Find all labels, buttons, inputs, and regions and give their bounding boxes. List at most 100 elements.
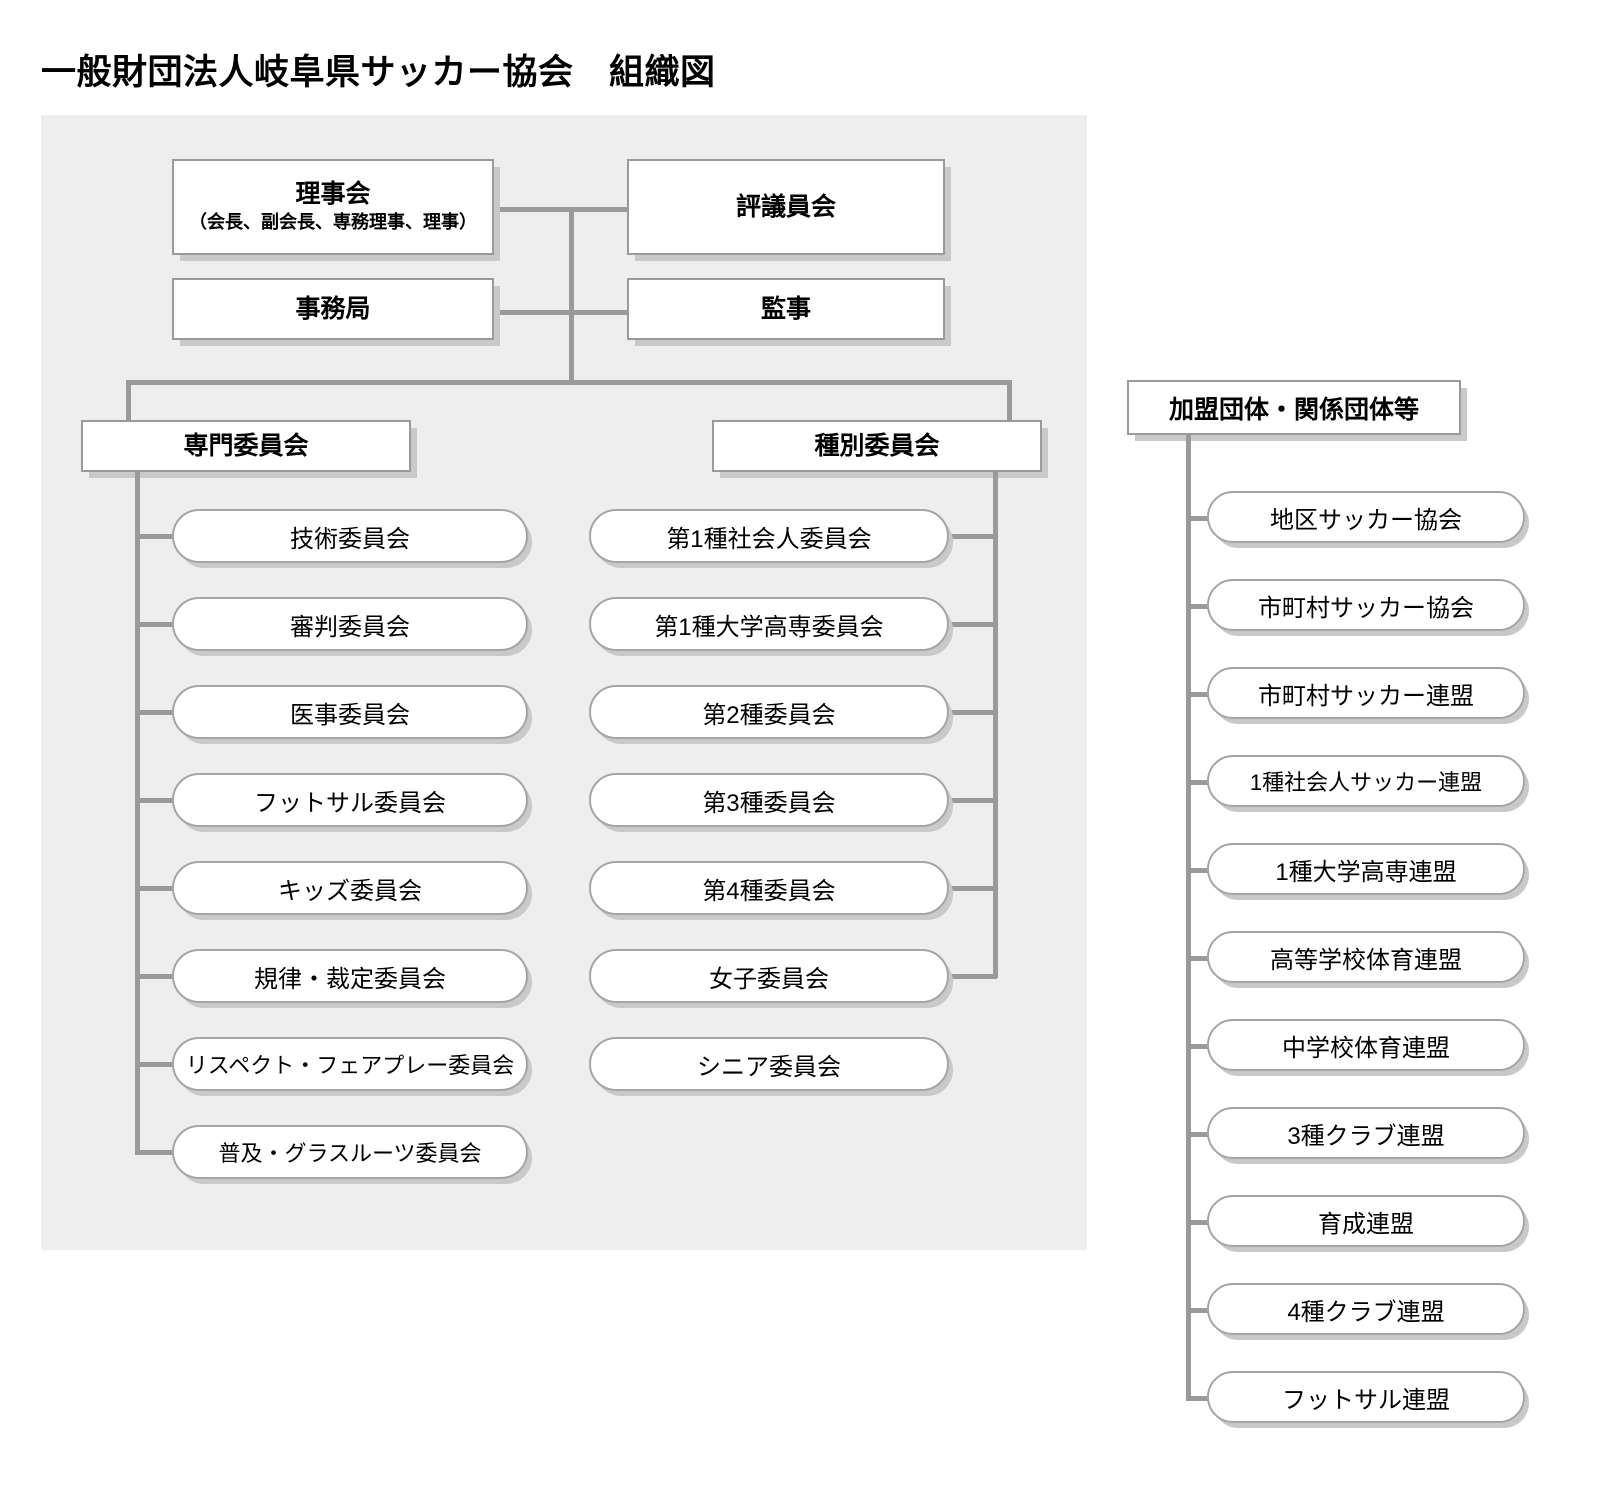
pill-category-6[interactable]: 女子委員会 xyxy=(589,949,949,1003)
pill-category-5[interactable]: 第4種委員会 xyxy=(589,861,949,915)
pill-specialist-5[interactable]: キッズ委員会 xyxy=(172,861,528,915)
box-auditors[interactable]: 監事 xyxy=(627,278,945,340)
pill-label: 1種社会人サッカー連盟 xyxy=(1249,770,1483,795)
box-board-of-directors[interactable]: 理事会 （会長、副会長、専務理事、理事） xyxy=(172,159,494,255)
connector-specialist-stub-7 xyxy=(135,1062,183,1067)
pill-label: 第1種社会人委員会 xyxy=(666,525,872,553)
pill-label: 第2種委員会 xyxy=(702,701,836,729)
councillors-title: 評議員会 xyxy=(735,192,836,221)
pill-label: 医事委員会 xyxy=(290,701,410,729)
pill-label: 第3種委員会 xyxy=(702,789,836,817)
pill-affiliate-3[interactable]: 市町村サッカー連盟 xyxy=(1207,667,1525,719)
pill-label: 普及・グラスルーツ委員会 xyxy=(218,1141,482,1166)
pill-label: フットサル連盟 xyxy=(1282,1386,1450,1414)
pill-label: 第4種委員会 xyxy=(702,877,836,905)
pill-affiliate-11[interactable]: フットサル連盟 xyxy=(1207,1371,1525,1423)
pill-label: 3種クラブ連盟 xyxy=(1287,1122,1445,1150)
connector-committee-distribution-bar xyxy=(126,380,1012,385)
pill-affiliate-7[interactable]: 中学校体育連盟 xyxy=(1207,1019,1525,1071)
pill-specialist-8[interactable]: 普及・グラスルーツ委員会 xyxy=(172,1125,528,1179)
connector-affiliate-spine xyxy=(1186,435,1191,1397)
pill-specialist-2[interactable]: 審判委員会 xyxy=(172,597,528,651)
pill-affiliate-9[interactable]: 育成連盟 xyxy=(1207,1195,1525,1247)
connector-category-stub-6 xyxy=(945,974,997,979)
connector-specialist-stub-2 xyxy=(135,622,183,627)
connector-affiliate-stub-6 xyxy=(1186,956,1226,961)
connector-specialist-stub-6 xyxy=(135,974,183,979)
pill-affiliate-8[interactable]: 3種クラブ連盟 xyxy=(1207,1107,1525,1159)
board-subtitle: （会長、副会長、専務理事、理事） xyxy=(189,212,477,233)
connector-specialist-stub-5 xyxy=(135,886,183,891)
pill-specialist-6[interactable]: 規律・裁定委員会 xyxy=(172,949,528,1003)
connector-specialist-stub-4 xyxy=(135,798,183,803)
connector-affiliate-stub-3 xyxy=(1186,692,1226,697)
connector-category-stub-3 xyxy=(945,710,997,715)
pill-label: 第1種大学高専委員会 xyxy=(654,613,884,641)
pill-label: 市町村サッカー連盟 xyxy=(1258,682,1474,710)
connector-affiliate-stub-2 xyxy=(1186,604,1226,609)
box-councillors[interactable]: 評議員会 xyxy=(627,159,945,255)
pill-affiliate-1[interactable]: 地区サッカー協会 xyxy=(1207,491,1525,543)
board-title: 理事会 xyxy=(295,180,371,209)
pill-label: 規律・裁定委員会 xyxy=(254,965,446,993)
connector-affiliate-stub-11 xyxy=(1186,1396,1226,1401)
pill-label: 中学校体育連盟 xyxy=(1282,1034,1450,1062)
connector-governance-trunk xyxy=(569,207,574,382)
connector-affiliate-stub-10 xyxy=(1186,1308,1226,1313)
pill-category-3[interactable]: 第2種委員会 xyxy=(589,685,949,739)
connector-specialist-stub-3 xyxy=(135,710,183,715)
pill-affiliate-5[interactable]: 1種大学高専連盟 xyxy=(1207,843,1525,895)
box-affiliated-organizations-header[interactable]: 加盟団体・関係団体等 xyxy=(1127,380,1461,435)
connector-board-to-councillors xyxy=(490,207,631,212)
pill-specialist-3[interactable]: 医事委員会 xyxy=(172,685,528,739)
pill-specialist-4[interactable]: フットサル委員会 xyxy=(172,773,528,827)
connector-down-to-category-header xyxy=(1007,380,1012,422)
pill-label: 市町村サッカー協会 xyxy=(1258,594,1474,622)
pill-label: キッズ委員会 xyxy=(278,877,422,905)
pill-category-1[interactable]: 第1種社会人委員会 xyxy=(589,509,949,563)
pill-category-2[interactable]: 第1種大学高専委員会 xyxy=(589,597,949,651)
connector-category-stub-4 xyxy=(945,798,997,803)
connector-down-to-specialist-header xyxy=(126,380,131,422)
pill-label: 女子委員会 xyxy=(709,965,829,993)
pill-category-7[interactable]: シニア委員会 xyxy=(589,1037,949,1091)
affiliated-organizations-title: 加盟団体・関係団体等 xyxy=(1168,395,1419,424)
pill-label: 審判委員会 xyxy=(290,613,410,641)
secretariat-title: 事務局 xyxy=(295,294,371,323)
pill-label: 技術委員会 xyxy=(290,525,410,553)
box-specialist-committees-header[interactable]: 専門委員会 xyxy=(81,420,411,472)
specialist-committees-title: 専門委員会 xyxy=(183,431,309,460)
connector-specialist-stub-8 xyxy=(135,1150,183,1155)
box-category-committees-header[interactable]: 種別委員会 xyxy=(712,420,1042,472)
pill-label: 4種クラブ連盟 xyxy=(1287,1298,1445,1326)
pill-affiliate-2[interactable]: 市町村サッカー協会 xyxy=(1207,579,1525,631)
connector-affiliate-stub-9 xyxy=(1186,1220,1226,1225)
pill-affiliate-6[interactable]: 高等学校体育連盟 xyxy=(1207,931,1525,983)
category-committees-title: 種別委員会 xyxy=(814,431,940,460)
connector-category-stub-1 xyxy=(945,534,997,539)
connector-specialist-stub-1 xyxy=(135,534,183,539)
pill-label: 育成連盟 xyxy=(1318,1210,1414,1238)
connector-category-stub-5 xyxy=(945,886,997,891)
connector-affiliate-stub-1 xyxy=(1186,516,1226,521)
pill-label: 地区サッカー協会 xyxy=(1270,506,1462,534)
connector-affiliate-stub-4 xyxy=(1186,780,1226,785)
auditors-title: 監事 xyxy=(760,294,811,323)
pill-label: 高等学校体育連盟 xyxy=(1270,946,1462,974)
connector-secretariat-to-auditors xyxy=(490,310,631,315)
connector-category-stub-2 xyxy=(945,622,997,627)
pill-specialist-1[interactable]: 技術委員会 xyxy=(172,509,528,563)
pill-label: シニア委員会 xyxy=(697,1053,841,1081)
connector-affiliate-stub-5 xyxy=(1186,868,1226,873)
pill-category-4[interactable]: 第3種委員会 xyxy=(589,773,949,827)
connector-affiliate-stub-8 xyxy=(1186,1132,1226,1137)
page-title: 一般財団法人岐阜県サッカー協会 組織図 xyxy=(41,53,716,92)
connector-affiliate-stub-7 xyxy=(1186,1044,1226,1049)
pill-affiliate-10[interactable]: 4種クラブ連盟 xyxy=(1207,1283,1525,1335)
pill-affiliate-4[interactable]: 1種社会人サッカー連盟 xyxy=(1207,755,1525,807)
box-secretariat[interactable]: 事務局 xyxy=(172,278,494,340)
connector-specialist-spine xyxy=(135,472,140,1154)
pill-label: フットサル委員会 xyxy=(254,789,446,817)
pill-specialist-7[interactable]: リスペクト・フェアプレー委員会 xyxy=(172,1037,528,1091)
pill-label: リスペクト・フェアプレー委員会 xyxy=(185,1053,515,1078)
